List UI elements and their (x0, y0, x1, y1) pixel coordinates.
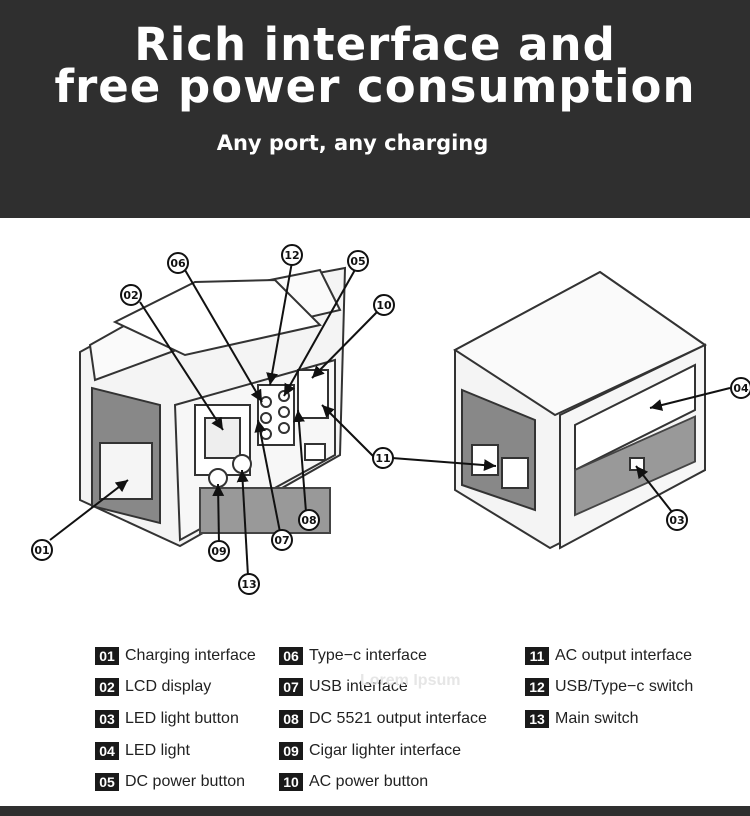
svg-text:07: 07 (274, 534, 289, 547)
svg-text:09: 09 (211, 545, 226, 558)
callout-12: 12 (281, 244, 303, 266)
callout-04: 04 (730, 377, 750, 399)
callout-10: 10 (373, 294, 395, 316)
svg-text:02: 02 (123, 289, 138, 302)
callout-11: 11 (372, 447, 394, 469)
svg-text:04: 04 (733, 382, 749, 395)
callout-circles: 06 12 05 02 10 11 04 03 08 07 09 13 01 (31, 244, 750, 595)
callout-07: 07 (271, 529, 293, 551)
svg-text:01: 01 (34, 544, 49, 557)
title-line-1: Rich interface and (134, 18, 616, 71)
callout-03: 03 (666, 509, 688, 531)
svg-text:08: 08 (301, 514, 316, 527)
callout-02: 02 (120, 284, 142, 306)
callout-13: 13 (238, 573, 260, 595)
svg-text:03: 03 (669, 514, 684, 527)
callout-06: 06 (167, 252, 189, 274)
title-line-2: free power consumption (54, 60, 696, 113)
header-banner: Rich interface and free power consumptio… (0, 0, 750, 218)
svg-text:11: 11 (375, 452, 390, 465)
svg-text:05: 05 (350, 255, 365, 268)
svg-text:10: 10 (376, 299, 392, 312)
watermark: Lorem Ipsum (360, 672, 461, 689)
footer-bar (0, 806, 750, 816)
callout-09: 09 (208, 540, 230, 562)
svg-text:13: 13 (241, 578, 256, 591)
callout-05: 05 (347, 250, 369, 272)
svg-text:12: 12 (284, 249, 299, 262)
power-station-front-view (79, 266, 347, 548)
subtitle: Any port, any charging (216, 131, 489, 155)
product-diagram: 06 12 05 02 10 11 04 03 08 07 09 13 01 (31, 244, 750, 595)
callout-leaders (49, 261, 731, 577)
callout-01: 01 (31, 539, 53, 561)
callout-08: 08 (298, 509, 320, 531)
svg-text:06: 06 (170, 257, 186, 270)
